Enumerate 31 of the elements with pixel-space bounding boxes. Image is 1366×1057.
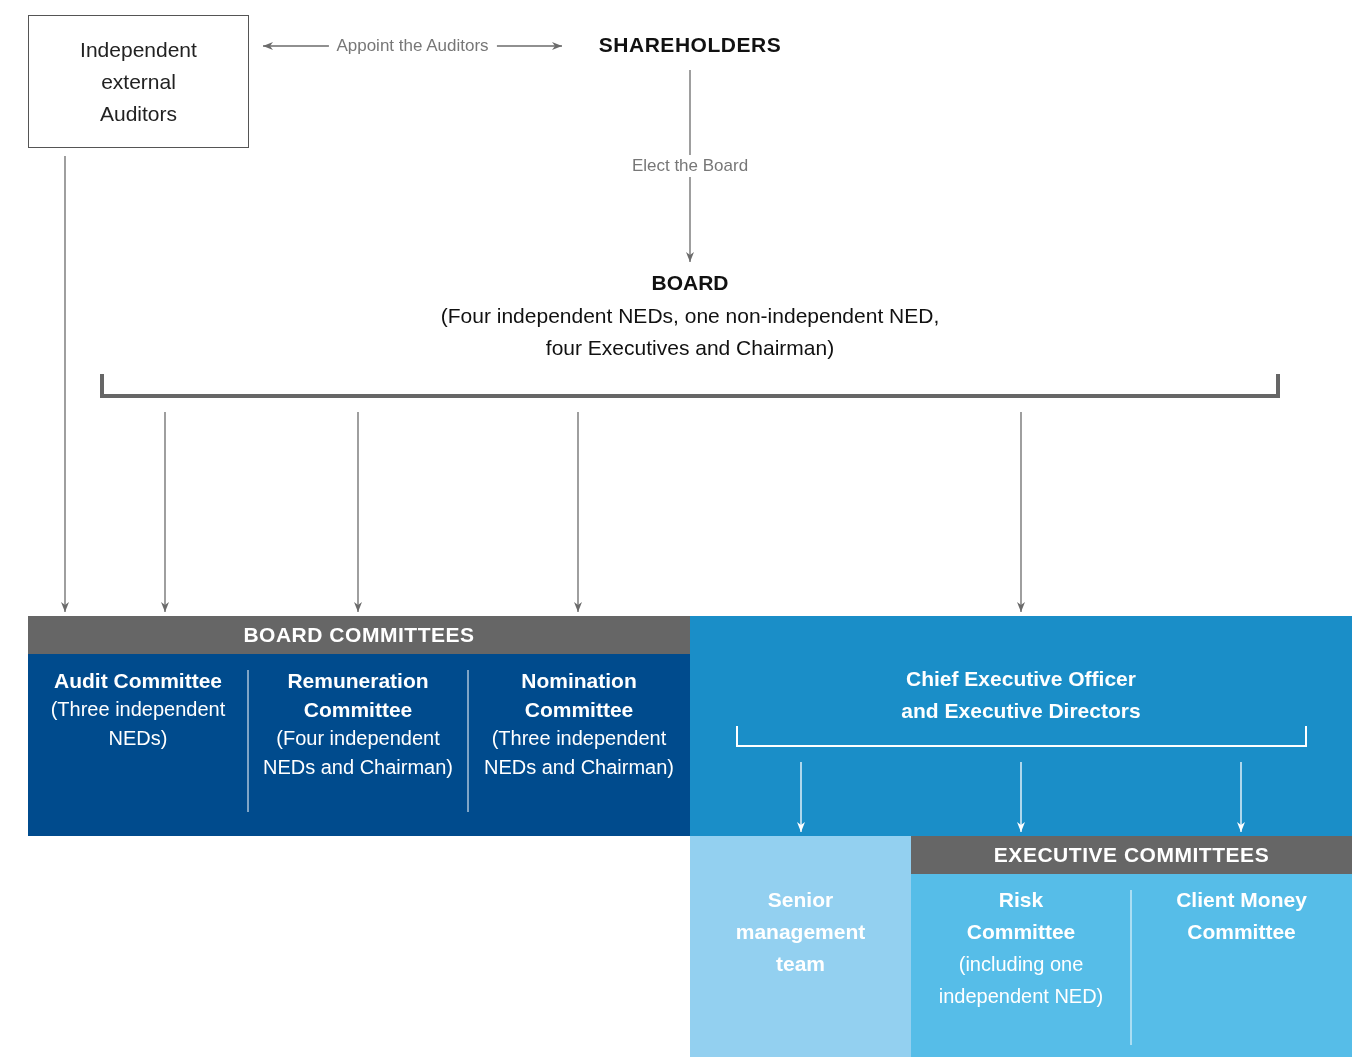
node-title: Senior management team [734, 887, 867, 977]
executive-committees-panel [911, 836, 1352, 1057]
node-title: Independent external Auditors [79, 36, 198, 127]
node-title: Audit Committee [53, 668, 223, 694]
arrow [354, 411, 362, 613]
executive-panel [690, 616, 1352, 836]
node-description: (including one independent NED) [937, 952, 1105, 1009]
node-description: (Four independent NEDs, one non-independent NED, four Executives and Chairman) [439, 303, 941, 361]
arrow [686, 69, 694, 263]
node-title: Chief Executive Officer and Executive Directors [900, 666, 1142, 724]
arrow [61, 155, 69, 613]
node-title: Nomination Committee [520, 668, 638, 723]
node-title: Risk Committee [965, 887, 1077, 945]
arrow [1017, 761, 1025, 833]
node-description: (Three independent NEDs) [49, 697, 227, 751]
panel-heading: EXECUTIVE COMMITTEES [911, 836, 1352, 874]
arrow [1017, 411, 1025, 613]
auditor-box [28, 15, 249, 148]
arrow [161, 411, 169, 613]
arrow [574, 411, 582, 613]
arrow [797, 761, 805, 833]
node-title: Client Money Committee [1175, 887, 1308, 945]
board-committees-panel [28, 616, 690, 836]
senior-management-panel [690, 836, 911, 1057]
panel-heading: BOARD COMMITTEES [28, 616, 690, 654]
arrow [1237, 761, 1245, 833]
node-description: (Three independent NEDs and Chairman) [482, 726, 676, 780]
node-title: SHAREHOLDERS [598, 32, 782, 59]
node-title: BOARD [651, 270, 729, 296]
node-title: Remuneration Committee [286, 668, 430, 723]
node-description: (Four independent NEDs and Chairman) [261, 726, 455, 780]
